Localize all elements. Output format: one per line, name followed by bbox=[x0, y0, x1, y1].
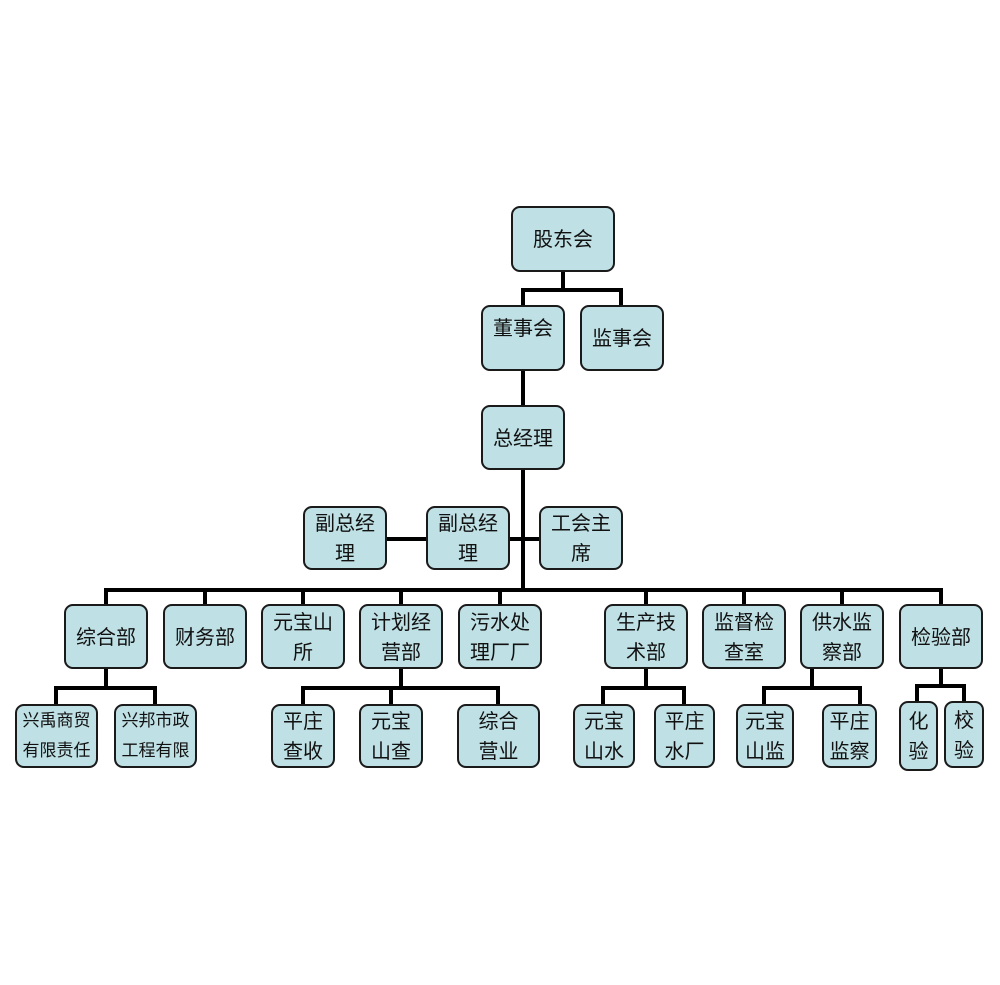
node-chemical-testing: 化 验 bbox=[899, 701, 938, 771]
node-pingzhuang-water-plant: 平庄 水厂 bbox=[654, 704, 715, 768]
node-water-supervision-dept: 供水监 察部 bbox=[800, 604, 884, 669]
node-general-business: 综合 营业 bbox=[457, 704, 540, 768]
node-xingbang-municipal: 兴邦市政 工程有限 bbox=[114, 704, 197, 768]
node-yuanbaoshan-water: 元宝 山水 bbox=[573, 704, 635, 768]
node-board: 董事会 bbox=[481, 305, 565, 371]
node-supervision-office: 监督检 查室 bbox=[702, 604, 786, 669]
node-supervisors: 监事会 bbox=[580, 305, 664, 371]
node-calibration: 校 验 bbox=[944, 701, 984, 768]
node-pingzhuang-inspection: 平庄 监察 bbox=[822, 704, 877, 768]
node-testing-dept: 检验部 bbox=[899, 604, 983, 669]
node-shareholders: 股东会 bbox=[511, 206, 615, 272]
node-finance-dept: 财务部 bbox=[163, 604, 247, 669]
node-general-manager: 总经理 bbox=[481, 405, 565, 470]
node-yuanbaoshan-check: 元宝 山查 bbox=[359, 704, 423, 768]
node-yuanbaoshan-monitor: 元宝 山监 bbox=[736, 704, 794, 768]
node-general-dept: 综合部 bbox=[64, 604, 148, 669]
node-deputy-gm-mid: 副总经 理 bbox=[426, 506, 510, 570]
node-planning-dept: 计划经 营部 bbox=[359, 604, 443, 669]
node-sewage-plant: 污水处 理厂厂 bbox=[458, 604, 542, 669]
node-deputy-gm-left: 副总经 理 bbox=[303, 506, 387, 570]
node-xingyu-trading: 兴禹商贸 有限责任 bbox=[15, 704, 98, 768]
node-union-chair: 工会主 席 bbox=[539, 506, 623, 570]
node-production-tech-dept: 生产技 术部 bbox=[604, 604, 688, 669]
node-yuanbaoshan-office: 元宝山 所 bbox=[261, 604, 345, 669]
node-pingzhuang-collection: 平庄 查收 bbox=[271, 704, 335, 768]
